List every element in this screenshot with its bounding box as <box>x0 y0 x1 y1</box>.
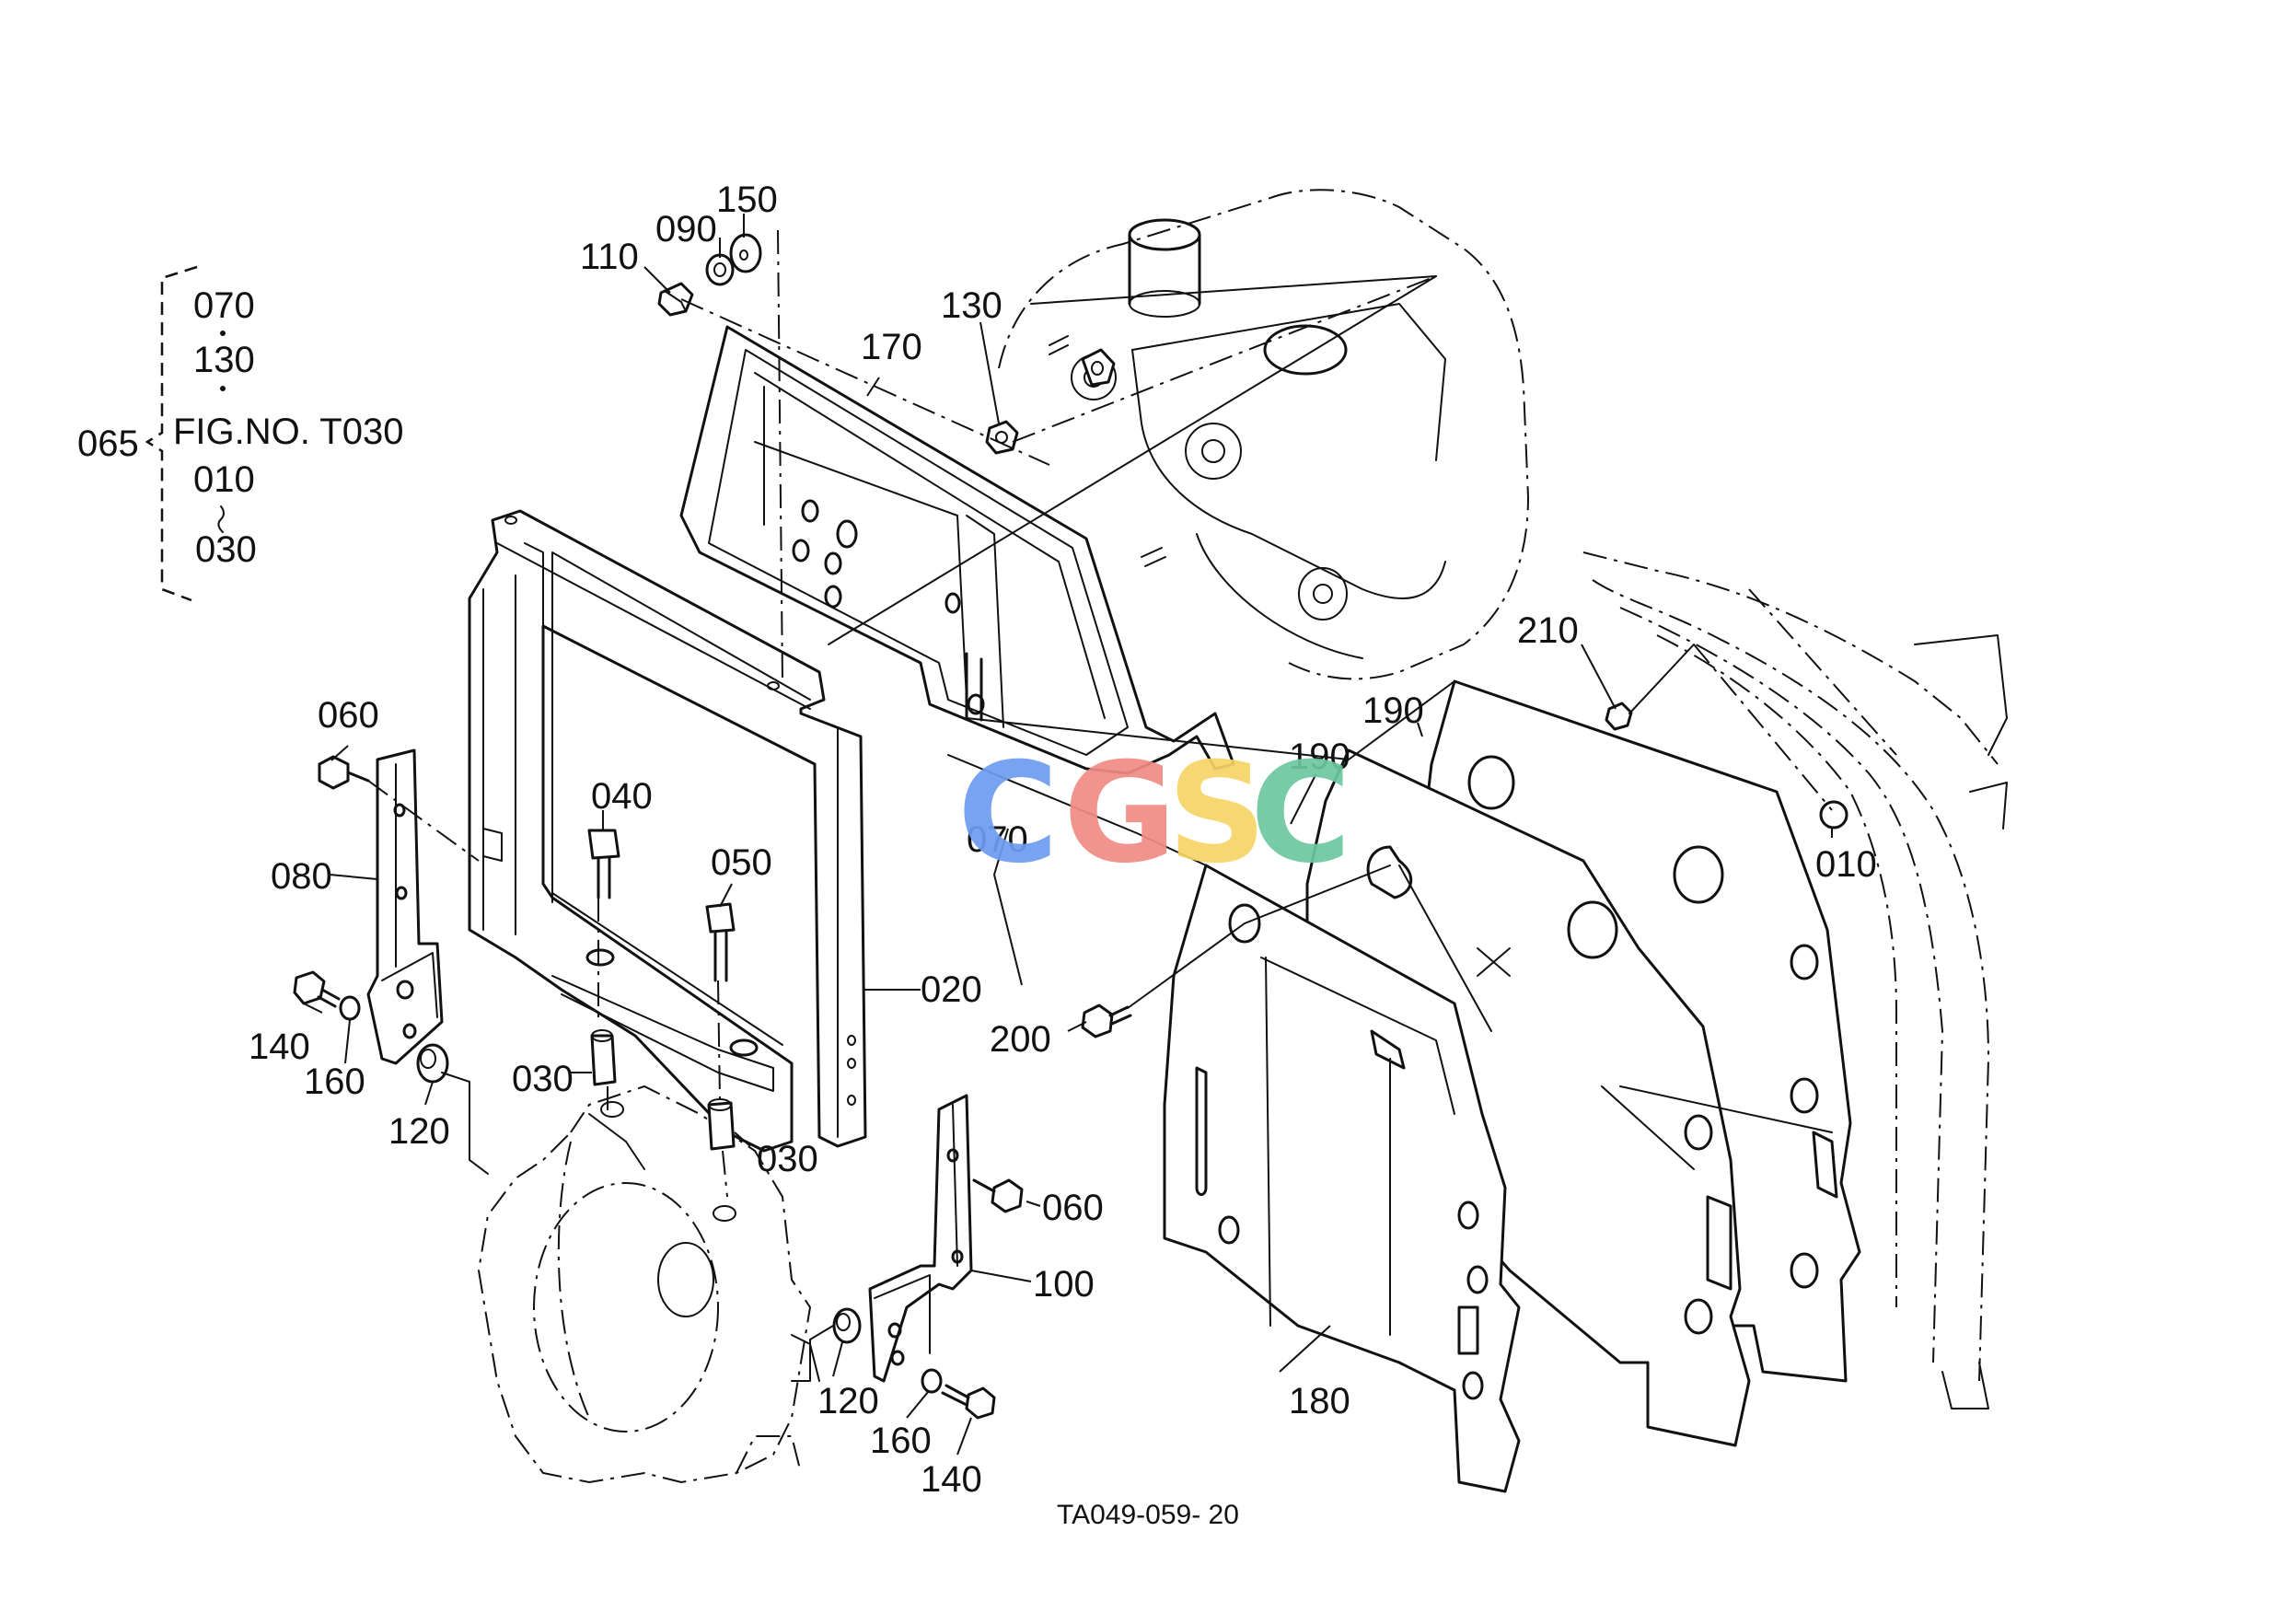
group-range-tilde <box>217 505 225 533</box>
group-item-4: 010 <box>193 459 255 500</box>
part-020-frame <box>468 509 867 1153</box>
callout-160-left: 160 <box>304 1061 365 1102</box>
callout-140-left: 140 <box>249 1027 310 1067</box>
bolt-140-left <box>293 970 341 1008</box>
nut-210 <box>1605 702 1633 731</box>
washer-160-right <box>921 1368 943 1394</box>
callout-190-middle: 190 <box>1289 737 1350 777</box>
leader-lines <box>303 214 1833 1456</box>
callout-130: 130 <box>941 285 1002 326</box>
callout-020: 020 <box>921 969 982 1010</box>
part-080-left-bracket <box>366 748 444 1065</box>
callout-110: 110 <box>580 237 639 277</box>
callout-200: 200 <box>990 1019 1051 1060</box>
bolt-060-right <box>972 1178 1024 1213</box>
callout-120-right: 120 <box>817 1381 879 1421</box>
callout-070: 070 <box>967 819 1028 860</box>
callout-100: 100 <box>1033 1264 1095 1305</box>
watermark: C G S C <box>957 734 1351 894</box>
alignment-lines <box>367 229 1833 1382</box>
callout-030-left: 030 <box>512 1059 574 1099</box>
group-part-number: 065 <box>77 423 139 464</box>
part-170-upper-panel <box>679 325 1235 775</box>
callout-210: 210 <box>1517 610 1579 651</box>
callout-120-left: 120 <box>388 1111 450 1152</box>
bolt-200 <box>1081 1003 1132 1038</box>
group-dot-2 <box>220 386 226 391</box>
nut-130 <box>985 420 1019 455</box>
bolt-040 <box>587 829 620 899</box>
washer-150 <box>729 233 762 273</box>
bolt-140-right <box>941 1384 996 1420</box>
callout-030-right: 030 <box>757 1139 818 1179</box>
washer-160-left <box>339 995 361 1021</box>
spacer-030-right <box>707 1098 736 1151</box>
bolt-050 <box>705 902 736 982</box>
group-item-3: FIG.NO. T030 <box>173 412 403 452</box>
washer-090 <box>705 253 735 286</box>
spacer-120-left <box>416 1043 449 1084</box>
bolt-060-left <box>318 755 370 790</box>
hood-frame-outline <box>1582 551 2008 1409</box>
watermark-letter-4: C <box>1250 734 1351 894</box>
callouts: 110 090 150 130 170 060 080 040 050 020 … <box>249 180 1877 1500</box>
fuel-tank-outline <box>998 189 1530 680</box>
spacer-120-right <box>832 1307 862 1344</box>
grommet-010 <box>1819 800 1848 829</box>
part-180-front-panel <box>1163 864 1521 1493</box>
watermark-letter-2: G <box>1063 734 1176 894</box>
part-100-right-bracket <box>868 1094 973 1383</box>
group-item-5: 030 <box>195 529 257 570</box>
bolt-110 <box>657 282 694 317</box>
drawing-code: TA049-059- 20 <box>1057 1500 1239 1530</box>
callout-010: 010 <box>1815 844 1877 885</box>
watermark-letter-3: S <box>1167 734 1267 894</box>
group-item-1: 070 <box>193 285 255 326</box>
group-item-2: 130 <box>193 340 255 380</box>
spacer-030-left <box>590 1029 617 1086</box>
callout-080: 080 <box>271 856 332 897</box>
callout-160-right: 160 <box>870 1421 932 1461</box>
callout-140-right: 140 <box>921 1459 982 1500</box>
group-note: 065 070 130 FIG.NO. T030 010 030 <box>77 265 403 602</box>
group-bracket <box>145 265 198 602</box>
callout-090: 090 <box>655 209 717 249</box>
callout-040: 040 <box>591 776 653 817</box>
callout-060-left: 060 <box>318 695 379 736</box>
callout-180: 180 <box>1289 1381 1350 1421</box>
watermark-letter-1: C <box>957 734 1059 894</box>
callout-190-rear: 190 <box>1362 690 1424 731</box>
callout-170: 170 <box>861 327 922 367</box>
group-dot-1 <box>220 331 226 336</box>
callout-060-right: 060 <box>1042 1188 1104 1228</box>
callout-150: 150 <box>716 180 778 220</box>
mount-bushing <box>1081 348 1116 387</box>
callout-050: 050 <box>711 842 772 883</box>
